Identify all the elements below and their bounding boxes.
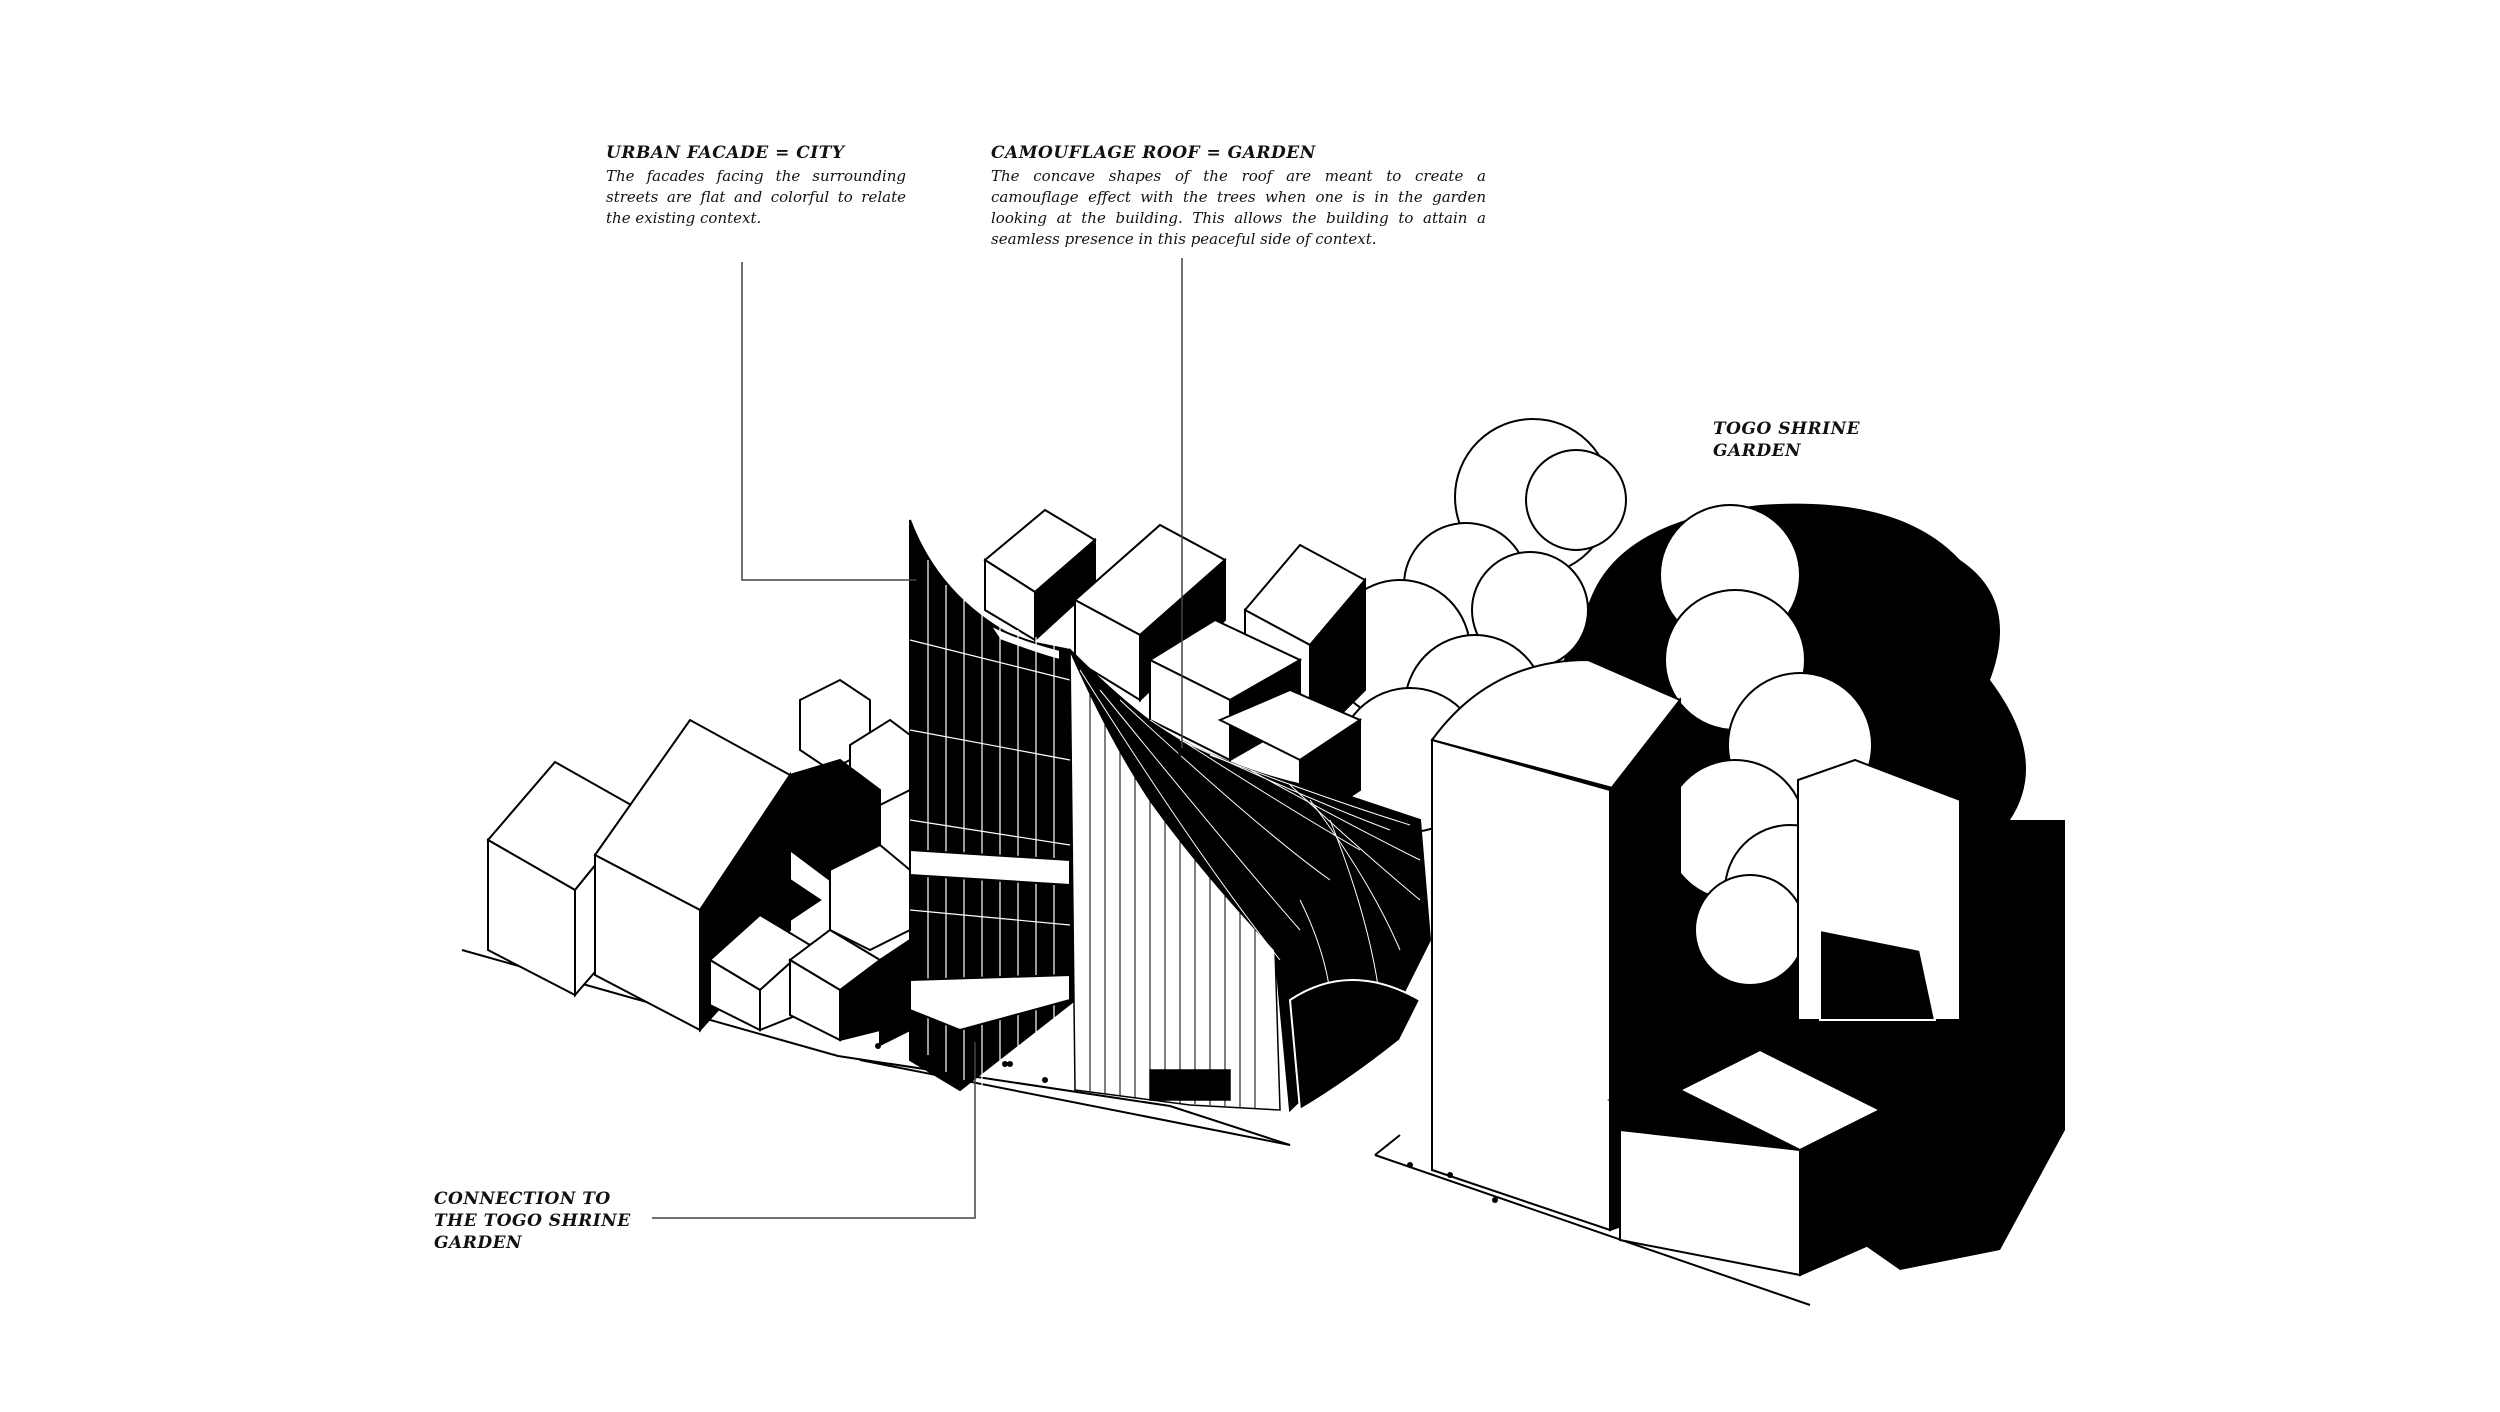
togo-garden-title: TOGO SHRINE GARDEN <box>1713 419 1861 461</box>
annotation-togo-garden: TOGO SHRINE GARDEN <box>1713 418 1863 465</box>
camouflage-roof-title: CAMOUFLAGE ROOF = GARDEN <box>991 143 1316 163</box>
left-buildings <box>486 678 911 1047</box>
urban-facade-body: The facades facing the surrounding stree… <box>606 167 906 227</box>
leader-lines <box>652 258 1183 1219</box>
camouflage-roof <box>1069 649 1432 1113</box>
connection-title: CONNECTION TO THE TOGO SHRINE GARDEN <box>434 1189 631 1253</box>
annotation-urban-facade: URBAN FACADE = CITY The facades facing t… <box>606 143 906 229</box>
annotation-connection: CONNECTION TO THE TOGO SHRINE GARDEN <box>434 1188 634 1257</box>
main-facade <box>909 519 1077 1092</box>
right-buildings <box>1797 758 1961 1021</box>
annotation-camouflage-roof: CAMOUFLAGE ROOF = GARDEN The concave sha… <box>991 143 1486 250</box>
people-figures <box>875 1043 1498 1203</box>
urban-facade-title: URBAN FACADE = CITY <box>606 143 845 163</box>
low-building <box>1619 1048 1883 1277</box>
leader-dots <box>916 578 1186 1042</box>
camouflage-roof-body: The concave shapes of the roof are meant… <box>991 167 1486 248</box>
back-buildings <box>983 508 1367 832</box>
